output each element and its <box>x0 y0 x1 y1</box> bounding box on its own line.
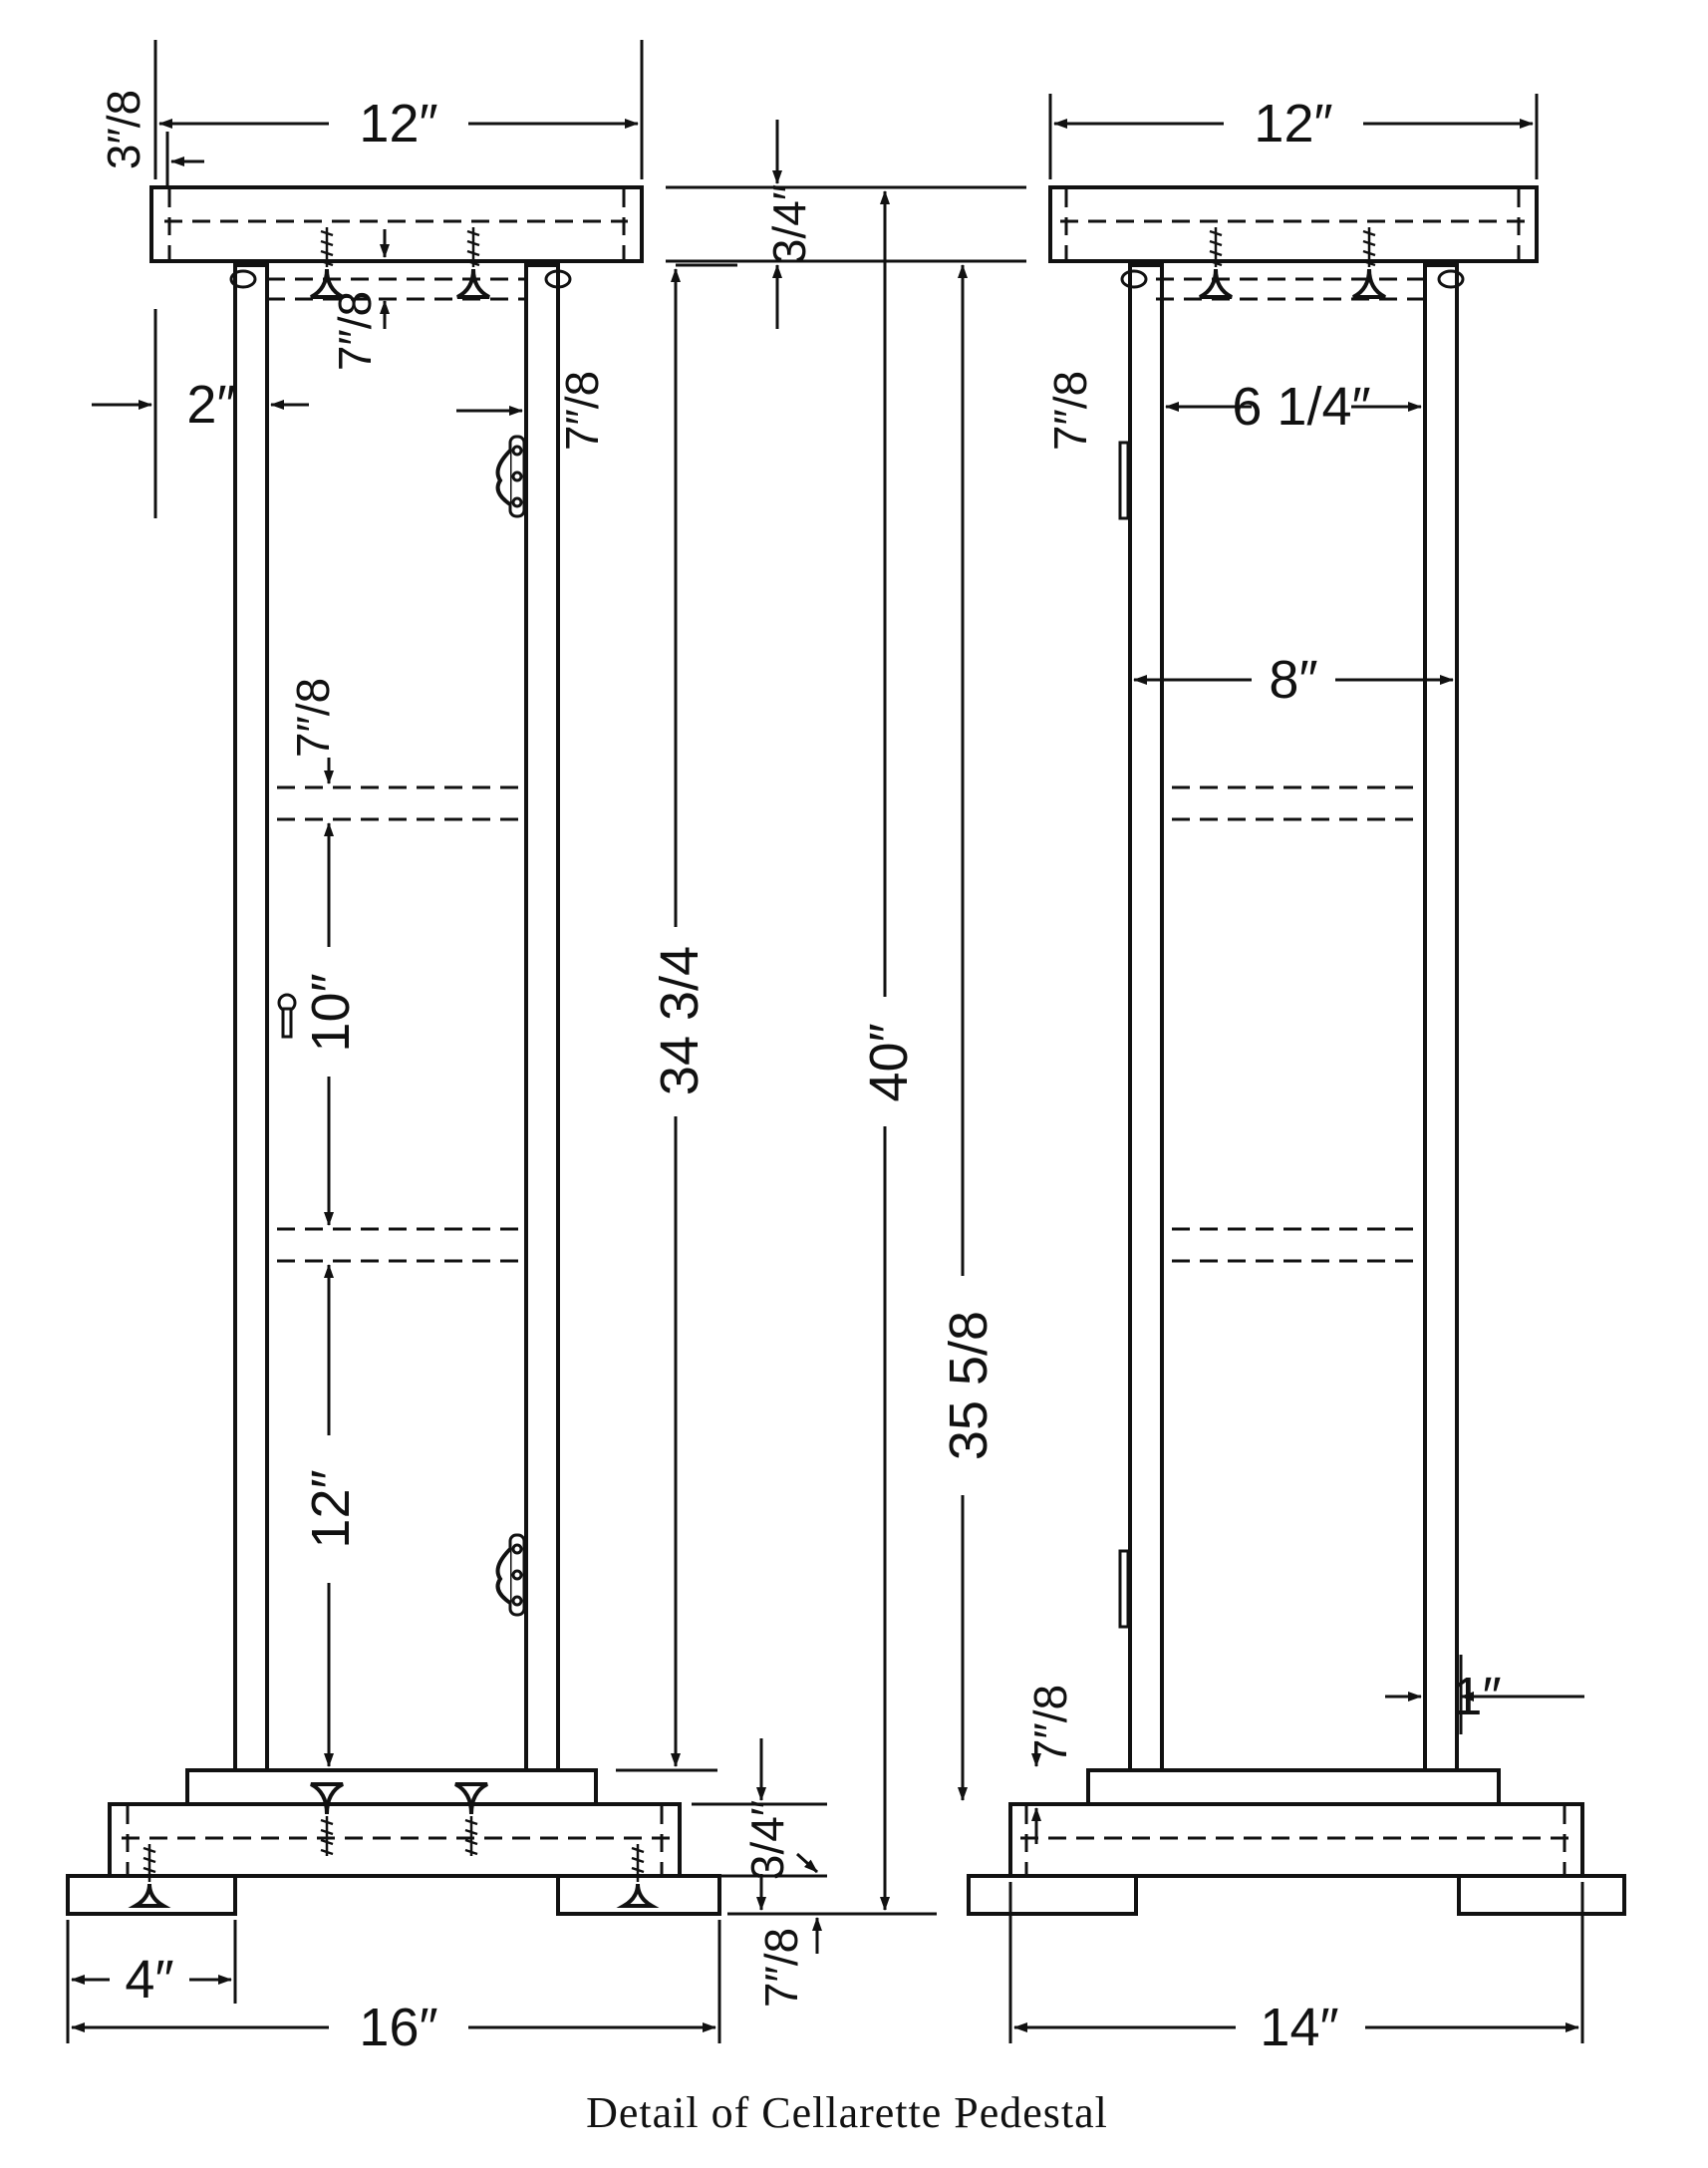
side-top-board <box>1048 185 1539 263</box>
front-view: 12″ 3″/8 7″/8 2″ 7″/8 7″/8 10″ 12″ <box>66 40 737 1916</box>
screw-icon <box>616 1844 660 1908</box>
front-base-board <box>108 1802 682 1878</box>
side-left-foot <box>967 1874 1138 1916</box>
side-view: 12″ 7″/8 6 1/4″ 8″ 1″ 7″/8 14″ <box>967 94 1626 2057</box>
dim-side-base-overall: 14″ <box>1260 1998 1338 2057</box>
dim-side-plinth: 7″/8 <box>1024 1685 1076 1764</box>
front-left-foot <box>66 1874 237 1916</box>
dim-door-edge: 7″/8 <box>556 371 608 451</box>
hinge-icon <box>1118 1549 1130 1629</box>
dim-post-width: 2″ <box>186 375 235 435</box>
screw-icon <box>456 227 490 299</box>
dim-post-height: 34 3/4 <box>650 946 710 1095</box>
dim-upper-compartment: 10″ <box>301 973 361 1052</box>
screw-icon <box>128 1844 171 1908</box>
dim-shelf-thickness: 7″/8 <box>287 678 339 758</box>
hinge-icon <box>495 435 526 518</box>
side-right-post <box>1423 263 1459 1772</box>
dim-lower-compartment: 12″ <box>301 1469 361 1548</box>
screw-icon <box>310 227 344 299</box>
side-plinth <box>1086 1768 1501 1806</box>
side-left-post <box>1128 263 1164 1772</box>
dim-rail-thickness: 7″/8 <box>329 291 381 371</box>
front-left-post <box>233 263 269 1772</box>
screw-icon <box>310 1782 344 1856</box>
dim-top-offset: 3″/8 <box>98 90 149 169</box>
dim-side-inner-width: 8″ <box>1269 650 1317 710</box>
dim-foot-width: 4″ <box>125 1950 173 2010</box>
front-plinth <box>185 1768 598 1806</box>
dim-overall-height: 40″ <box>859 1023 919 1101</box>
dim-foot-thickness: 7″/8 <box>755 1928 807 2008</box>
keyhole-icon <box>277 993 297 1039</box>
dim-top-thickness: 3/4″ <box>763 184 815 264</box>
hinge-icon <box>495 1533 526 1617</box>
dowel-icon <box>1120 269 1148 289</box>
front-bottom-dimensions: 4″ 16″ <box>66 1920 721 2057</box>
figure-caption: Detail of Cellarette Pedestal <box>586 2088 1108 2137</box>
center-dimensions: 3/4″ 40″ 35 5/8 3/4″ 7″/8 <box>666 120 1026 2008</box>
screw-icon <box>454 1782 488 1856</box>
hinge-icon <box>1118 441 1130 520</box>
front-right-post <box>524 263 560 1772</box>
dim-side-post-face: 7″/8 <box>1044 371 1096 451</box>
screw-icon <box>1352 227 1386 299</box>
dowel-icon <box>1437 269 1465 289</box>
dim-side-top-width: 12″ <box>1254 94 1332 154</box>
side-right-foot <box>1457 1874 1626 1916</box>
dim-inner-height: 35 5/8 <box>939 1311 998 1460</box>
dim-front-base-overall: 16″ <box>359 1998 437 2057</box>
side-base-board <box>1008 1802 1584 1878</box>
screw-icon <box>1199 227 1233 299</box>
dim-base-thickness: 3/4″ <box>741 1800 793 1880</box>
front-top-board <box>149 185 644 263</box>
dim-side-inner-top: 6 1/4″ <box>1232 377 1370 437</box>
dim-side-post-depth: 1″ <box>1452 1667 1501 1726</box>
dim-top-width: 12″ <box>359 94 437 154</box>
